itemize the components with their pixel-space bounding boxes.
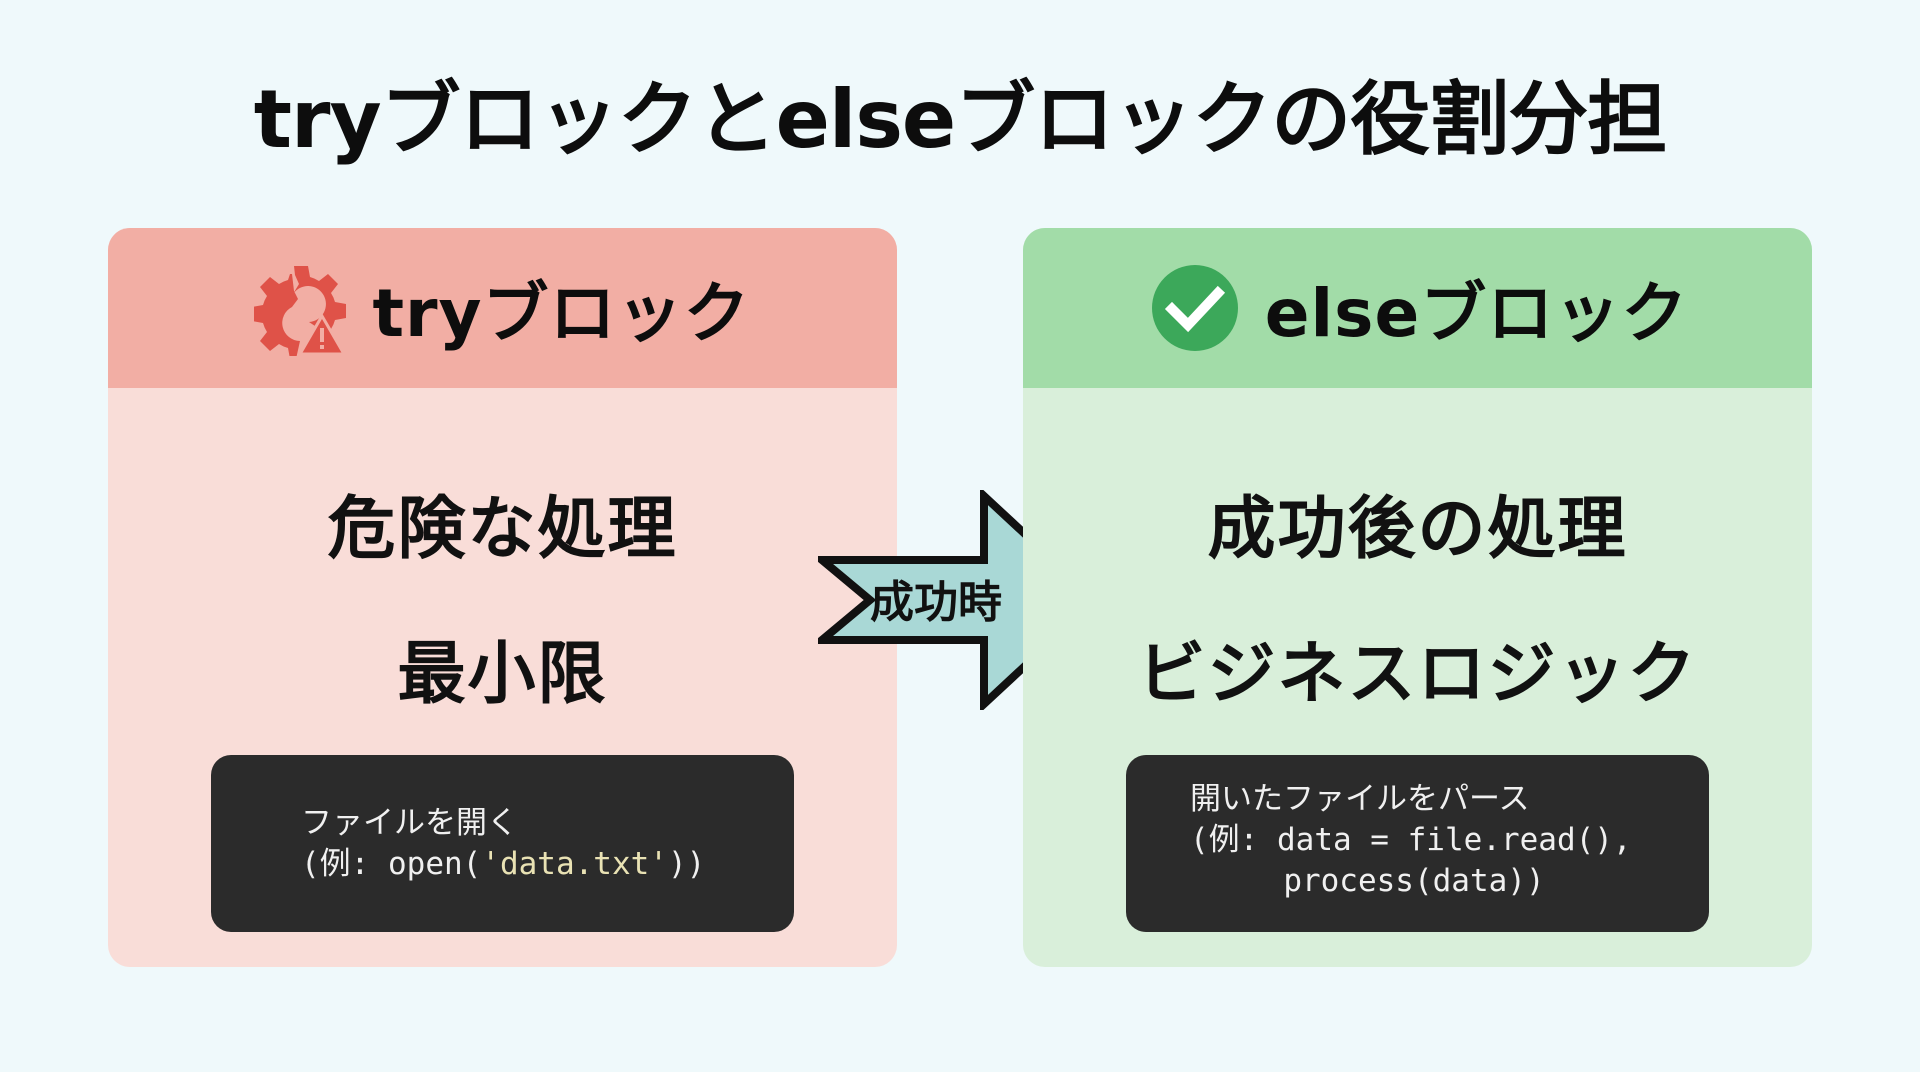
try-code-string: 'data.txt' — [481, 846, 668, 882]
else-main-label: 成功後の処理 — [1207, 490, 1628, 569]
try-code-example: ファイルを開く (例: open('data.txt')) — [211, 755, 794, 932]
else-sub-label: ビジネスロジック — [1137, 635, 1698, 714]
page-title: tryブロックとelseブロックの役割分担 — [253, 73, 1667, 166]
else-code-example: 開いたファイルをパース (例: data = file.read(), proc… — [1126, 755, 1709, 932]
else-block-header: elseブロック — [1023, 228, 1812, 388]
broken-gear-warning-icon — [254, 260, 350, 356]
else-block-panel: elseブロック 成功後の処理 ビジネスロジック 開いたファイルをパース (例:… — [1023, 228, 1812, 967]
else-code-line-3: process(data)) — [1190, 863, 1545, 899]
try-block-header: tryブロック — [108, 228, 897, 388]
check-circle-icon — [1147, 260, 1243, 356]
else-block-title: elseブロック — [1264, 275, 1689, 352]
try-code-line-1: ファイルを開く — [301, 805, 518, 841]
else-code-line-2: (例: data = file.read(), — [1190, 822, 1632, 858]
try-main-label: 危険な処理 — [327, 490, 678, 569]
try-code-line-2: (例: open('data.txt')) — [301, 844, 794, 885]
try-block-title: tryブロック — [372, 275, 751, 352]
arrow-label: 成功時 — [818, 566, 1102, 630]
try-code-prefix: (例: open( — [301, 846, 482, 882]
try-block-panel: tryブロック 危険な処理 最小限 ファイルを開く (例: open('data… — [108, 228, 897, 967]
try-code-suffix: )) — [667, 846, 706, 882]
arrow-label-text: 成功時 — [870, 577, 1002, 628]
try-sub-label: 最小限 — [397, 635, 608, 714]
else-code-line-1: 開いたファイルをパース — [1190, 781, 1530, 817]
